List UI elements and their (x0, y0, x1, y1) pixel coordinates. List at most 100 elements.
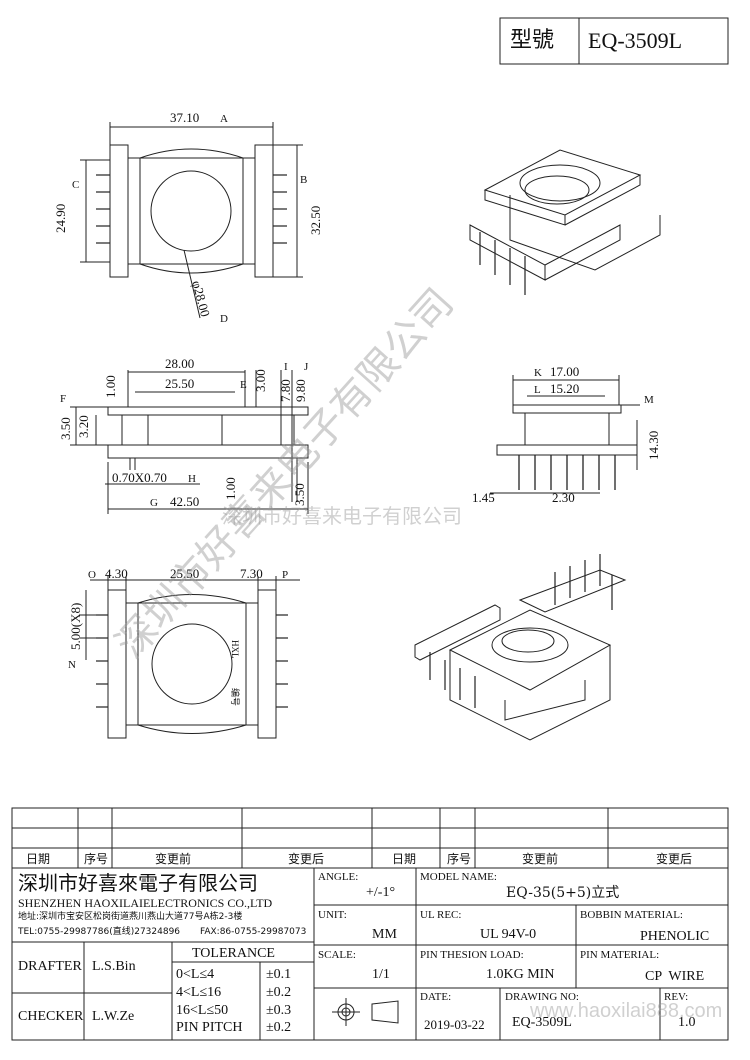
dim-base-width: 42.50 (170, 494, 199, 509)
top-view-dim-labels: 37.10 A 24.90 C 32.50 B φ28.00 D (53, 110, 323, 325)
tolerance-value-3: ±0.3 (266, 1003, 292, 1018)
side-view-dim-labels: 28.00 25.50 E 1.00 3.00 7.80 9.80 I J 3.… (58, 356, 309, 509)
end-view-dim-labels: 17.00 K 15.20 L M 14.30 1.45 2.30 (472, 364, 661, 505)
company-address: 地址:深圳市宝安区松岗街道燕川燕山大道77号A栋2-3楼 (18, 912, 243, 922)
drawing-no-value: EQ-3509L (512, 1015, 572, 1030)
rev-header-no: 序号 (84, 852, 109, 866)
mark-l: L (534, 384, 541, 396)
mark-c: C (72, 179, 79, 191)
dim-bottom-pitch: 5.00(X8) (68, 603, 83, 650)
dim-step: 3.00 (253, 369, 268, 392)
checker-value: L.W.Ze (92, 1009, 135, 1024)
company-name-cn: 深圳市好喜來電子有限公司 (18, 871, 258, 895)
angle-value: +/-1° (366, 885, 396, 900)
mark-a: A (220, 113, 228, 125)
isometric-view-bottom (414, 554, 627, 741)
top-view (80, 122, 303, 319)
dim-inner-mid: 25.50 (165, 376, 194, 391)
tolerance-value-2: ±0.2 (266, 985, 292, 1000)
dim-pin-len: 1.00 (223, 477, 238, 500)
pin-material-label: PIN MATERIAL: (580, 949, 660, 961)
dim-flange: 1.00 (103, 375, 118, 398)
mark-j: J (304, 361, 309, 373)
model-name-value: EQ-35(5+5)立式 (506, 885, 620, 901)
isometric-view-top (469, 149, 661, 295)
company-name-en: SHENZHEN HAOXILAIELECTRONICS CO.,LTD (18, 896, 273, 910)
mark-o: O (88, 569, 96, 581)
unit-value: MM (372, 927, 397, 942)
model-name-label: MODEL NAME: (420, 871, 497, 883)
rev-label: REV: (664, 991, 689, 1003)
scale-label: SCALE: (318, 949, 356, 961)
rev-header-before-2: 变更前 (522, 852, 559, 866)
mark-e: E (240, 379, 247, 391)
dim-end-inner: 15.20 (550, 381, 579, 396)
dim-height-outer: 32.50 (308, 206, 323, 235)
rev-header-before: 变更前 (155, 852, 192, 866)
mark-p: P (282, 569, 288, 581)
dim-pin-size: 0.70X0.70 (112, 470, 167, 485)
scale-value: 1/1 (372, 967, 390, 982)
company-fax: FAX:86-0755-29987073 (200, 927, 307, 937)
mark-h: H (188, 473, 196, 485)
date-label: DATE: (420, 991, 452, 1003)
dim-end-left: 1.45 (472, 490, 495, 505)
drafter-label: DRAFTER (18, 959, 82, 974)
rev-header-after: 变更后 (288, 852, 325, 866)
dim-left-inner: 3.20 (76, 415, 91, 438)
mark-f: F (60, 393, 66, 405)
side-view (70, 370, 309, 514)
date-value: 2019-03-22 (424, 1017, 485, 1032)
pin-tension-value: 1.0KG MIN (486, 967, 555, 982)
dim-left-outer: 3.50 (58, 417, 73, 440)
dim-pin-len2: 3.50 (292, 483, 307, 506)
mark-m: M (644, 394, 654, 406)
title-block-grid (11, 807, 729, 1041)
dim-width: 37.10 (170, 110, 199, 125)
angle-label: ANGLE: (318, 871, 359, 883)
company-tel: TEL:0755-29987786(直线)27324896 (18, 927, 181, 937)
rev-header-date: 日期 (26, 852, 51, 866)
bobbin-material-value: PHENOLIC (640, 929, 710, 944)
tolerance-range-4: PIN PITCH (176, 1020, 243, 1035)
logo-hxl: HXL (230, 640, 240, 659)
tolerance-range-1: 0<L≤4 (176, 967, 215, 982)
pin-tension-label: PIN THESION LOAD: (420, 949, 524, 961)
unit-label: UNIT: (318, 909, 347, 921)
end-view (490, 375, 640, 494)
dim-end-height: 14.30 (646, 431, 661, 460)
drafter-value: L.S.Bin (92, 959, 136, 974)
rev-value: 1.0 (678, 1015, 696, 1030)
dim-end-pitch: 2.30 (552, 490, 575, 505)
tolerance-title: TOLERANCE (192, 946, 275, 961)
bottom-view (80, 576, 300, 739)
tolerance-range-2: 4<L≤16 (176, 985, 222, 1000)
ul-rec-value: UL 94V-0 (480, 927, 537, 942)
dim-bottom-mid: 25.50 (170, 566, 199, 581)
ul-rec-label: UL REC: (420, 909, 462, 921)
mark-d: D (220, 313, 228, 325)
rev-header-date-2: 日期 (392, 852, 417, 866)
mark-k: K (534, 367, 542, 379)
rev-header-after-2: 变更后 (656, 852, 693, 866)
dim-h1: 7.80 (278, 379, 293, 402)
mark-i: I (284, 361, 288, 373)
drawing-no-label: DRAWING NO: (505, 991, 579, 1003)
dim-bottom-right: 7.30 (240, 566, 263, 581)
serial-label: 编号 (230, 688, 241, 706)
model-value: EQ-3509L (588, 28, 683, 53)
tolerance-value-4: ±0.2 (266, 1020, 292, 1035)
pin-material-value: CP WIRE (645, 969, 705, 984)
dim-bore: φ28.00 (189, 279, 213, 318)
tolerance-value-1: ±0.1 (266, 967, 292, 982)
rev-header-no-2: 序号 (447, 852, 472, 866)
model-label: 型號 (510, 28, 555, 53)
mark-b: B (300, 174, 307, 186)
dim-height-inner: 24.90 (53, 204, 68, 233)
dim-h2: 9.80 (293, 379, 308, 402)
tolerance-range-3: 16<L≤50 (176, 1003, 229, 1018)
dim-end-top: 17.00 (550, 364, 579, 379)
dim-inner-top: 28.00 (165, 356, 194, 371)
mark-g: G (150, 497, 158, 509)
